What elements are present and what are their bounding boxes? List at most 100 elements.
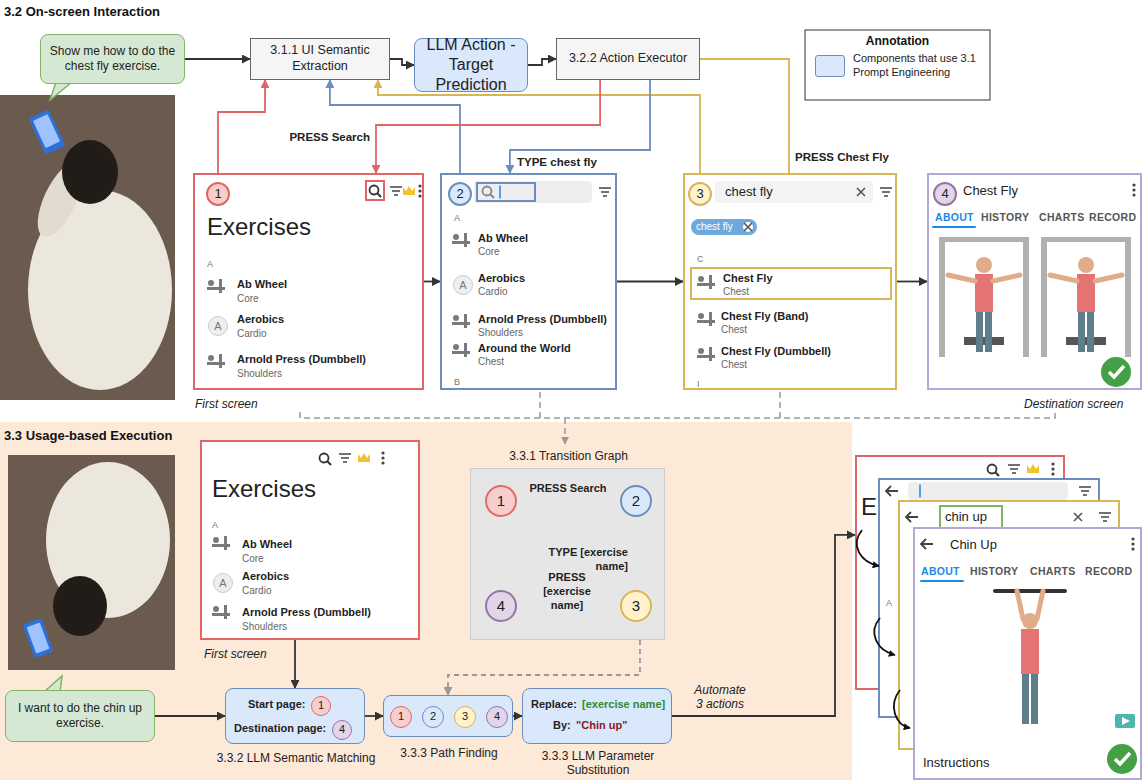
- drawing-rect: [939, 237, 945, 357]
- drawing-path: [358, 453, 370, 462]
- step-circle: 3: [454, 706, 476, 728]
- drawing-circle: [418, 189, 421, 192]
- node-label: 2: [456, 186, 463, 202]
- bubble-tail: [50, 82, 72, 100]
- drawing-rect: [939, 237, 1029, 242]
- screen-text: Ab Wheel: [237, 278, 287, 291]
- connector-arrow: [218, 80, 265, 182]
- drawing-rect: [709, 347, 712, 361]
- connector-arrow: [155, 715, 225, 717]
- drawing-rect: [212, 613, 230, 616]
- drawing-ellipse: [53, 576, 107, 636]
- screen-text: Cardio: [478, 286, 507, 298]
- legend-title: Annotation: [805, 34, 990, 48]
- drawing-line: [490, 194, 494, 198]
- screen-text: A: [886, 598, 892, 609]
- screen-text: By:: [553, 719, 571, 732]
- node-label: 4: [941, 186, 948, 202]
- drawing-rect: [964, 337, 1004, 345]
- speech-bubble: Show me how to do the chest fly exercise…: [40, 34, 185, 84]
- screen-text: First screen: [195, 397, 258, 411]
- screen-text: CHARTS: [1030, 565, 1076, 578]
- screen-text: Arnold Press (Dumbbell): [242, 606, 371, 619]
- usage-panel-ground: [0, 422, 852, 780]
- screen-text: Chin Up: [950, 537, 997, 553]
- drawing-line: [921, 580, 963, 582]
- drawing-circle: [1051, 472, 1054, 475]
- connector-arrow: [617, 281, 683, 283]
- screen-text: [exercise name]: [582, 698, 665, 711]
- drawing-circle: [453, 315, 459, 321]
- drawing-circle: [213, 537, 219, 543]
- drawing-line: [1017, 591, 1023, 619]
- step-circle: 2: [620, 485, 652, 517]
- drawing-path: [1008, 465, 1020, 473]
- node-label: LLM Action - Target Prediction: [421, 35, 521, 95]
- drawing-circle: [381, 461, 384, 464]
- step-circle: 4: [933, 182, 957, 206]
- drawing-g: [212, 605, 230, 619]
- drawing-rect: [697, 355, 715, 358]
- screen-text: A: [207, 259, 213, 270]
- legend-text: Components that use 3.1 Prompt Engineeri…: [853, 52, 983, 80]
- connector-arrow: [390, 59, 414, 65]
- edge-label: PRESS Chest Fly: [793, 150, 893, 164]
- dashed-arrow: [564, 418, 566, 444]
- connector-arrow: [510, 80, 650, 173]
- drawing-g: [452, 343, 470, 357]
- screen-text: ABOUT: [935, 211, 974, 224]
- drawing-rect: [0, 95, 175, 400]
- drawing-rect: [33, 114, 60, 148]
- drawing-circle: [1132, 188, 1135, 191]
- drawing-rect: [1115, 714, 1135, 728]
- curved-arrow: [857, 530, 879, 566]
- phone-screen: chest flychest flyCChest Fly (Band)Chest…: [683, 173, 897, 390]
- screen-text: Chest: [478, 356, 504, 368]
- screen-text: Aerobics: [478, 272, 525, 285]
- screen-text: Destination page:: [234, 722, 326, 735]
- drawing-circle: [1078, 257, 1094, 273]
- screen-text: HISTORY: [981, 211, 1029, 224]
- screen-text: RECORD: [1085, 565, 1132, 578]
- edge-label: PRESS Search: [518, 481, 618, 495]
- screen-text: Aerobics: [242, 570, 289, 583]
- drawing-path: [921, 539, 933, 549]
- screen-text: Cardio: [242, 585, 271, 597]
- drawing-circle: [1107, 744, 1137, 774]
- screen-graphics: [685, 175, 899, 392]
- screen-text: chest fly: [696, 221, 733, 233]
- section-title: 3.3 Usage-based Execution: [4, 428, 172, 443]
- drawing-rect: [1066, 337, 1106, 345]
- drawing-rect: [366, 181, 384, 200]
- drawing-rect: [1078, 312, 1085, 352]
- screen-text: Chest Fly (Dumbbell): [721, 345, 831, 358]
- phone-screen: ExercisesAAb WheelCoreAAerobicsCardioArn…: [193, 173, 424, 390]
- drawing-line: [327, 461, 331, 465]
- curved-arrow: [874, 618, 895, 655]
- screen-text: A: [453, 275, 473, 295]
- screen-text: ABOUT: [921, 565, 960, 578]
- screen-text: Shoulders: [237, 368, 282, 380]
- section-title: 3.2 On-screen Interaction: [4, 4, 160, 19]
- drawing-g: [207, 354, 225, 368]
- edge-label: Automate 3 actions: [691, 683, 749, 711]
- drawing-circle: [698, 276, 704, 282]
- drawing-path: [886, 486, 898, 496]
- drawing-rect: [452, 322, 470, 325]
- drawing-circle: [418, 184, 421, 187]
- node-label: 3: [632, 597, 640, 616]
- connector-arrow: [378, 80, 700, 182]
- llm-box: Start page:Destination page:3.3.2 LLM Se…: [225, 688, 365, 744]
- drawing-rect: [697, 283, 715, 286]
- screen-text: A: [454, 213, 460, 224]
- screen-text: Chest Fly: [723, 272, 773, 285]
- drawing-rect: [464, 233, 467, 247]
- drawing-circle: [370, 186, 379, 195]
- screen-text: Exercises: [207, 213, 311, 242]
- drawing-rect: [29, 109, 66, 155]
- edge-label: TYPE chest fly: [515, 155, 615, 169]
- step-circle: 1: [311, 696, 331, 716]
- phone-screen: Chin UpABOUTHISTORYCHARTSRECORDInstructi…: [913, 527, 1142, 780]
- connector-arrow: [672, 535, 855, 716]
- drawing-circle: [1132, 193, 1135, 196]
